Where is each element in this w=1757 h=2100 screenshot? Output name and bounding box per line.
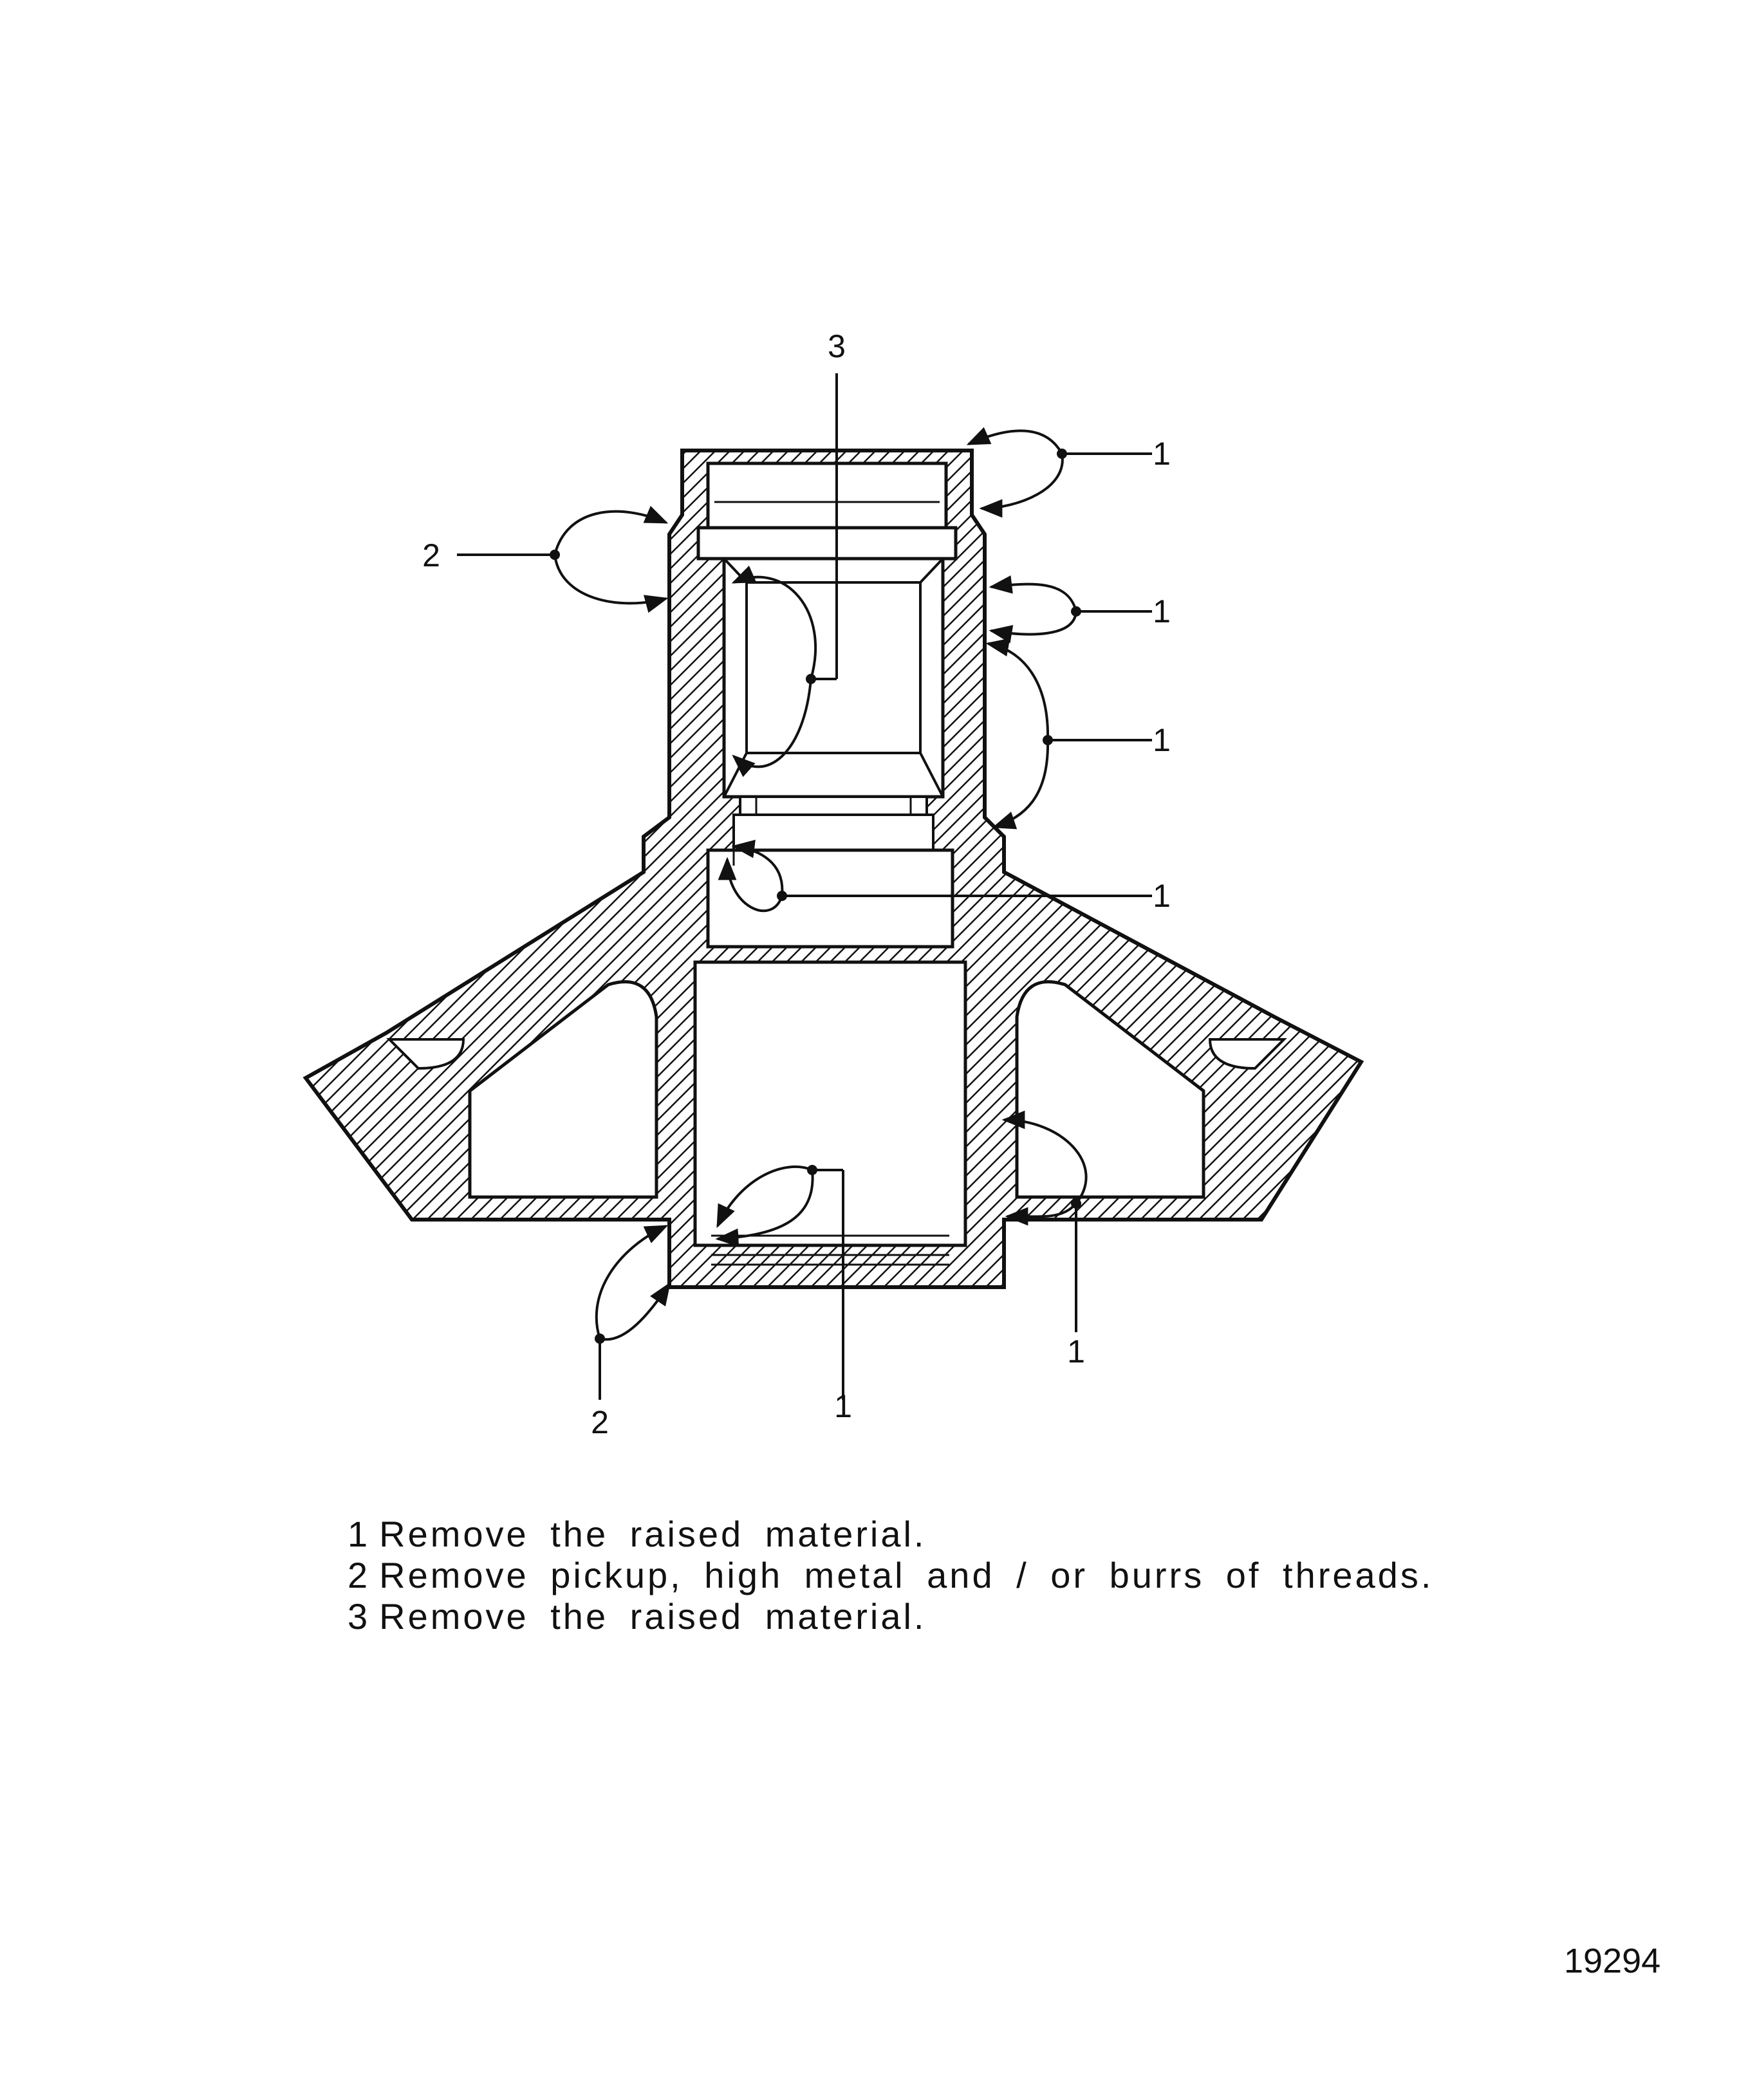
callout-number-1: 1 [1153, 436, 1171, 472]
neck-passage [739, 795, 928, 816]
right-wing-pocket [1208, 1038, 1287, 1070]
legend-text: Remove the raised material. [379, 1514, 927, 1554]
callout-number-1: 1 [1153, 878, 1171, 914]
left-wing-pocket [386, 1038, 465, 1070]
left-wing-hollow [468, 980, 658, 1199]
callout-number-3: 3 [828, 328, 846, 364]
callout-number-1: 1 [1153, 722, 1171, 758]
leader-dots [550, 449, 1081, 1344]
legend-number: 2 [348, 1555, 371, 1595]
callout-number-1: 1 [1153, 593, 1171, 629]
legend-number: 1 [348, 1514, 371, 1554]
lower-bore [693, 960, 967, 1247]
right-wing-hollow [1015, 980, 1205, 1199]
seal-bore [706, 848, 954, 949]
figure-number: 19294 [1564, 1942, 1661, 1980]
legend-text: Remove pickup, high metal and / or burrs… [379, 1555, 1434, 1595]
seal-bore-step [732, 813, 934, 851]
callout-number-2: 2 [422, 537, 440, 573]
ring-groove [696, 526, 958, 561]
callout-number-1: 1 [1067, 1333, 1085, 1370]
callout-number-1: 1 [834, 1388, 852, 1424]
leader-lines [457, 373, 1152, 1400]
top-bore [706, 461, 948, 530]
legend-number: 3 [348, 1596, 371, 1637]
legend-text: Remove the raised material. [379, 1596, 927, 1637]
callout-number-2: 2 [591, 1404, 609, 1440]
